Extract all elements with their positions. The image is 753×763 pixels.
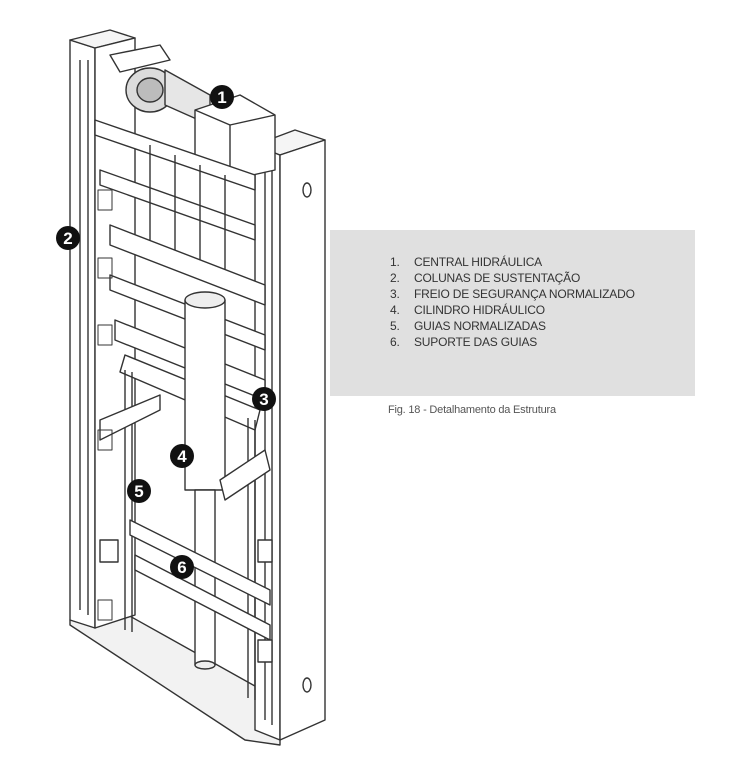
- legend-item-label: FREIO DE SEGURANÇA NORMALIZADO: [414, 287, 635, 301]
- legend-list: 1. CENTRAL HIDRÁULICA 2. COLUNAS DE SUSTEN…: [390, 254, 635, 350]
- legend-item-label: GUIAS NORMALIZADAS: [414, 319, 546, 333]
- legend-item: 5. GUIAS NORMALIZADAS: [390, 318, 635, 334]
- hydraulic-cylinder: [184, 291, 226, 670]
- hydraulic-power-unit: [109, 44, 276, 181]
- legend-item: 3. FREIO DE SEGURANÇA NORMALIZADO: [390, 286, 635, 302]
- legend-item-number: 3.: [390, 287, 400, 301]
- legend-item: 4. CILINDRO HIDRÁULICO: [390, 302, 635, 318]
- figure-caption: Fig. 18 - Detalhamento da Estrutura: [388, 404, 556, 416]
- svg-text:4: 4: [177, 447, 187, 466]
- svg-text:3: 3: [259, 390, 268, 409]
- svg-text:6: 6: [177, 558, 186, 577]
- legend-item-label: CENTRAL HIDRÁULICA: [414, 255, 542, 269]
- legend-item-number: 2.: [390, 271, 400, 285]
- callout-5: 5: [127, 479, 151, 503]
- svg-text:1: 1: [217, 88, 226, 107]
- callout-1: 1: [210, 85, 234, 109]
- legend-item-number: 1.: [390, 255, 400, 269]
- legend-item-number: 6.: [390, 335, 400, 349]
- legend-item-number: 4.: [390, 303, 400, 317]
- column-slots: [97, 189, 113, 621]
- svg-text:5: 5: [134, 482, 143, 501]
- callout-4: 4: [170, 444, 194, 468]
- legend-item: 1. CENTRAL HIDRÁULICA: [390, 254, 635, 270]
- legend-item: 2. COLUNAS DE SUSTENTAÇÃO: [390, 270, 635, 286]
- legend-item-label: COLUNAS DE SUSTENTAÇÃO: [414, 271, 581, 285]
- legend-item-label: CILINDRO HIDRÁULICO: [414, 303, 545, 317]
- svg-text:2: 2: [63, 229, 72, 248]
- callout-6: 6: [170, 555, 194, 579]
- legend-panel: [330, 230, 695, 396]
- legend-item-number: 5.: [390, 319, 400, 333]
- callout-2: 2: [56, 226, 80, 250]
- legend-item: 6. SUPORTE DAS GUIAS: [390, 334, 635, 350]
- callout-3: 3: [252, 387, 276, 411]
- legend-item-label: SUPORTE DAS GUIAS: [414, 335, 538, 349]
- guide-supports: [99, 394, 273, 663]
